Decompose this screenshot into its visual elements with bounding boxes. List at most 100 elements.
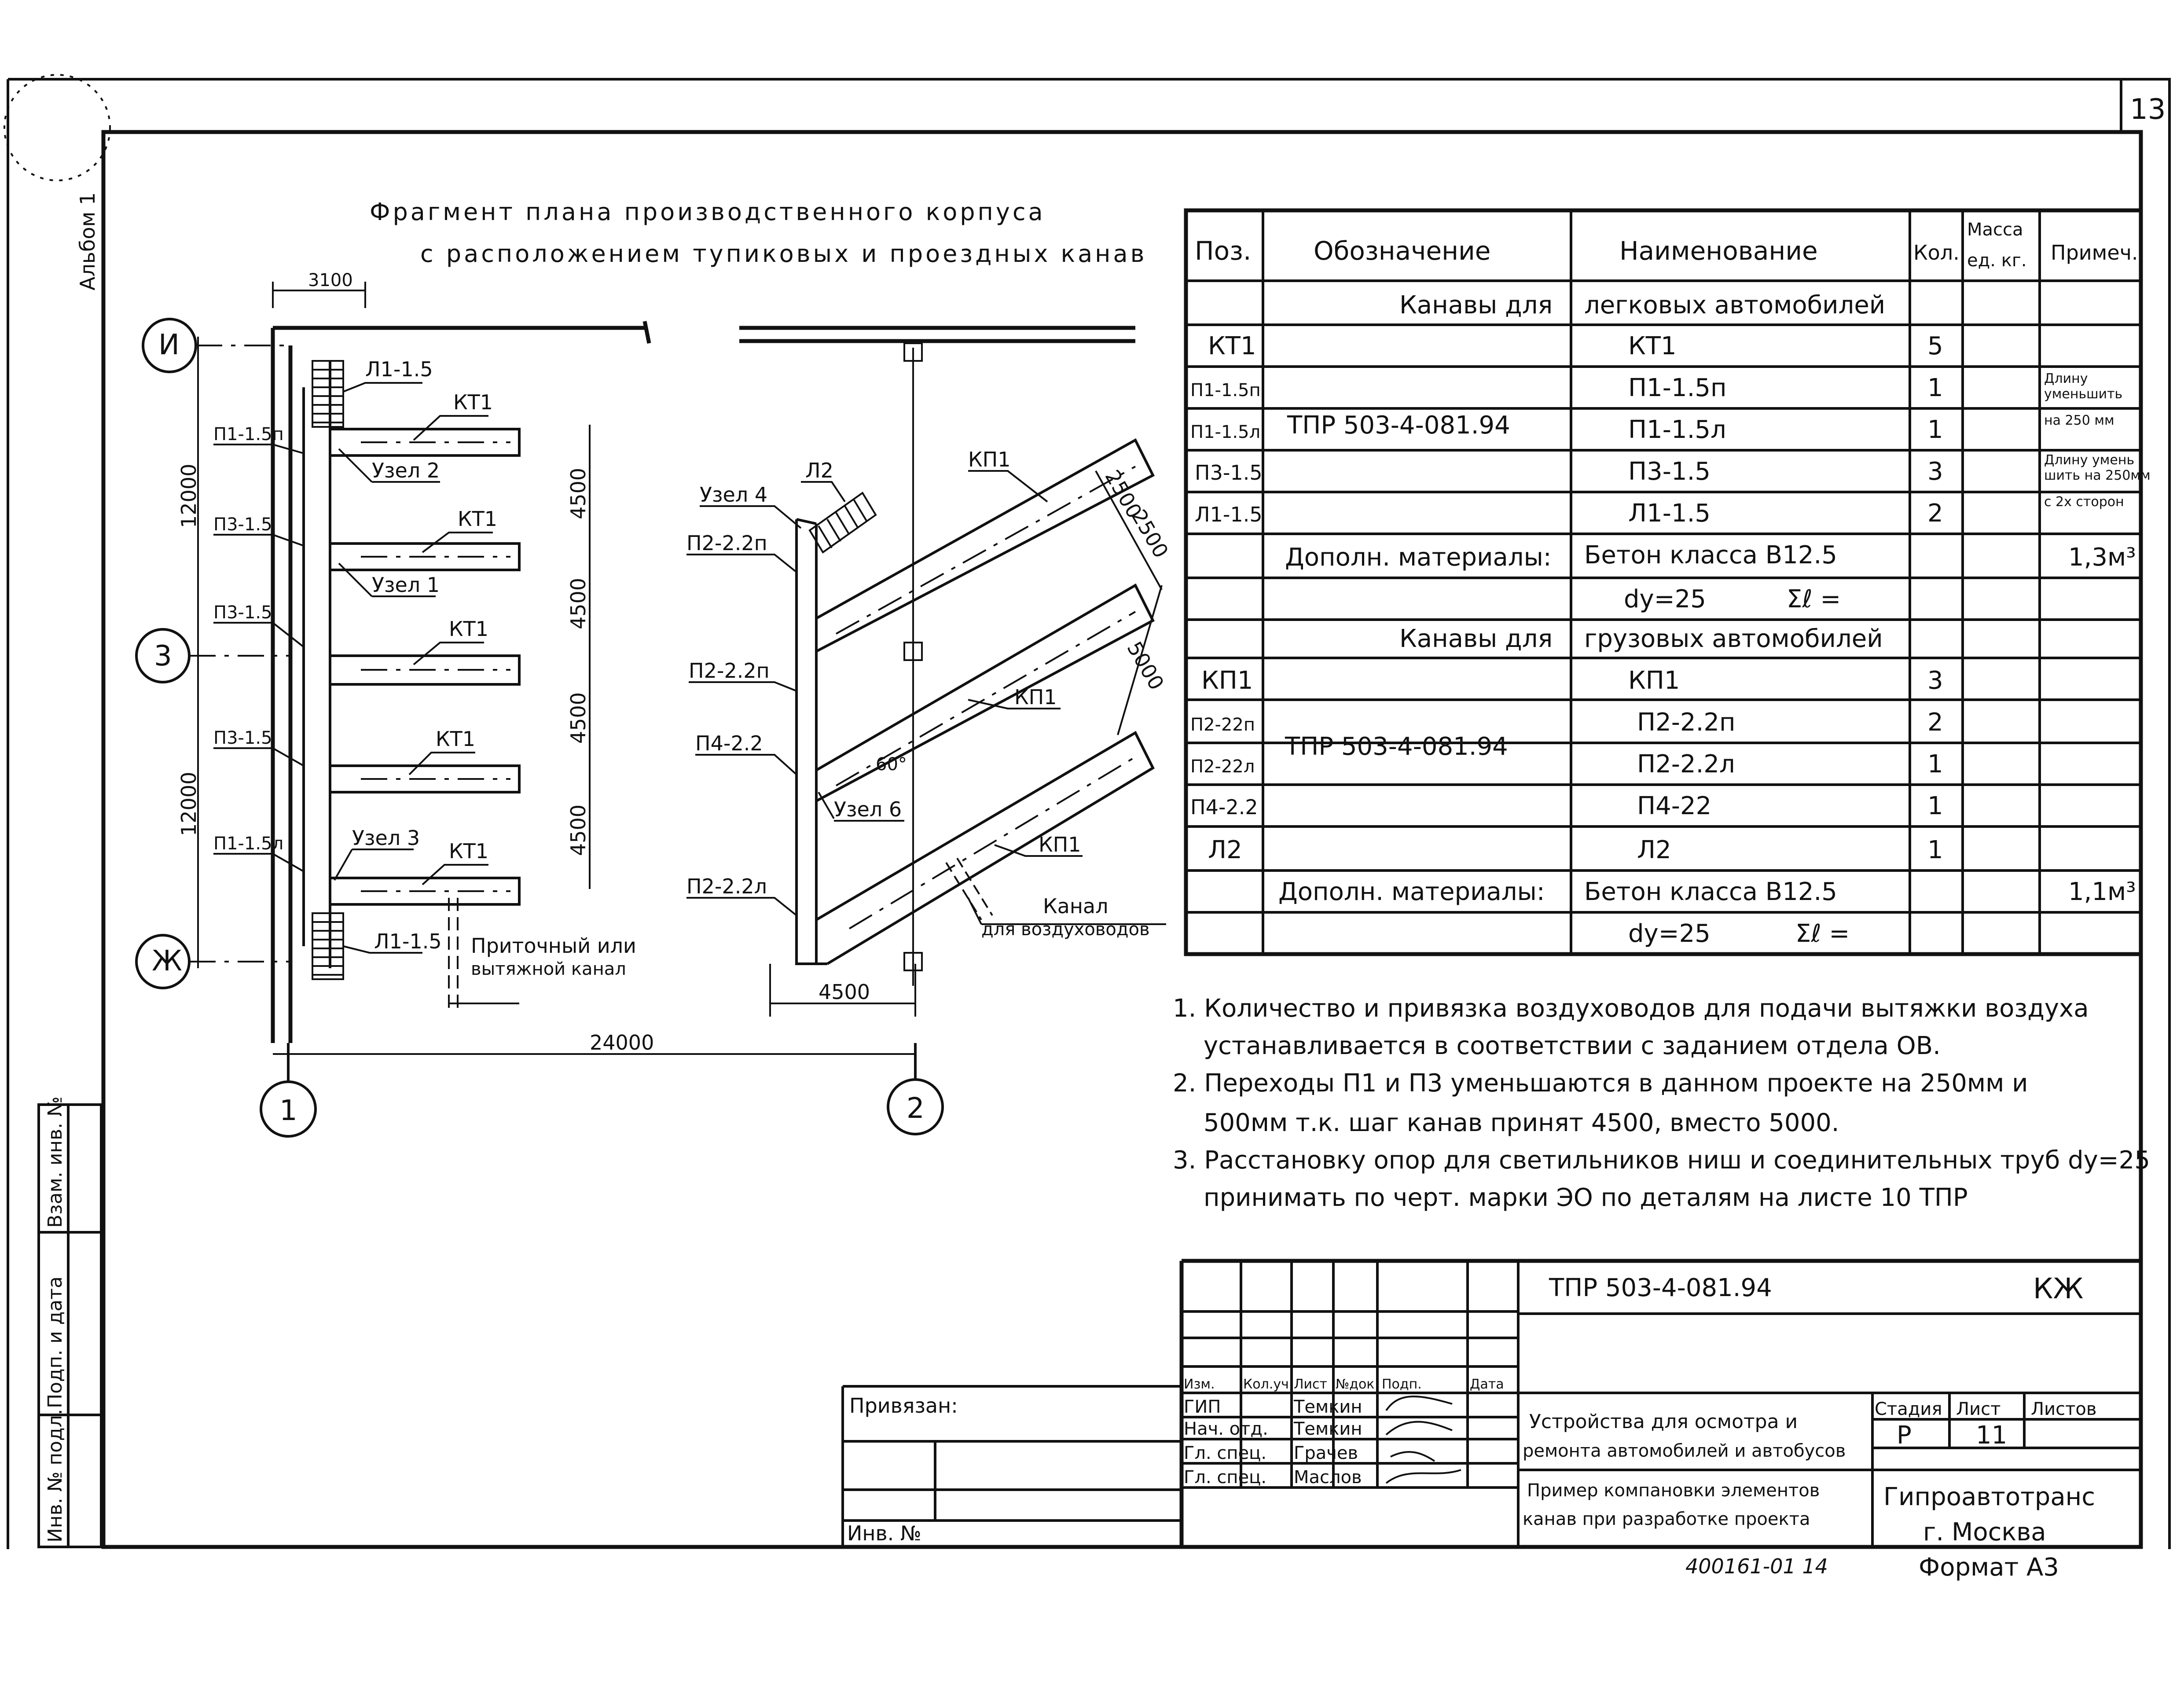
note-line-6: принимать по черт. марки ЭО по деталям н…: [1204, 1183, 1968, 1212]
axis-label-1: 1: [279, 1095, 297, 1127]
hatch-l2: [808, 492, 877, 554]
spec-dop1-vol: 1,3м³: [2068, 543, 2136, 572]
spec-r2-poz-3: П4-2.2: [1190, 795, 1258, 819]
spec-r1-kol-0: 5: [1927, 332, 1943, 360]
dim-5000: 5000: [1122, 638, 1168, 694]
spec-header-massa2: ед. кг.: [1967, 250, 2027, 271]
hatch-top: [312, 360, 344, 428]
spec-header-kol: Кол.: [1913, 241, 1960, 264]
stamp-org-line1: Гипроавтотранс: [1883, 1483, 2095, 1511]
dim-4500-1: 4500: [566, 468, 590, 519]
dim-4500-kp: 4500: [819, 980, 870, 1004]
spec-r2-poz-0: КП1: [1201, 666, 1253, 695]
spec-section2-a: Канавы для: [1399, 624, 1553, 653]
label-uzel1: Узел 1: [372, 573, 440, 597]
spec-section1-b: легковых автомобилей: [1584, 291, 1885, 320]
drawing-title-line2: с расположением тупиковых и проездных ка…: [420, 240, 1147, 268]
axis-label-2: 2: [907, 1092, 925, 1125]
note-line-4: 500мм т.к. шаг канав принят 4500, вместо…: [1204, 1109, 1839, 1137]
spec-dop2-d: dу=25: [1628, 919, 1710, 948]
spec-r1-poz-4: Л1-1.5: [1195, 503, 1263, 526]
spec-header-massa1: Масса: [1967, 220, 2023, 240]
label-uzel2: Узел 2: [372, 459, 440, 482]
spec-note-a1: Длину: [2044, 371, 2088, 386]
dim-4500-4: 4500: [566, 804, 590, 856]
axis-label-i: И: [158, 329, 180, 361]
axis-label-zh: Ж: [152, 945, 182, 977]
spec-r1-naim-3: П3-1.5: [1628, 457, 1710, 486]
bottom-code: 400161-01 14: [1685, 1554, 1828, 1578]
stamp-mark: КЖ: [2033, 1273, 2083, 1305]
dim-4500-3: 4500: [566, 692, 590, 744]
spec-note-b2: шить на 250мм: [2044, 468, 2151, 483]
label-p2-22l: П2-2.2л: [686, 874, 767, 898]
spec-dop2-label: Дополн. материалы:: [1278, 878, 1545, 906]
spec-r1-naim-0: КТ1: [1628, 332, 1677, 360]
dim-angle-60: 60°: [876, 754, 907, 775]
stamp-name2-line2: канав при разработке проекта: [1523, 1509, 1810, 1529]
stamp-org-line2: г. Москва: [1923, 1518, 2046, 1546]
spec-dop1-sum: Σℓ =: [1787, 585, 1841, 613]
label-kt1-3: КТ1: [449, 617, 488, 641]
spec-r1-kol-1: 1: [1927, 374, 1943, 402]
album-label: Альбом 1: [76, 192, 99, 290]
title-block: ТПР 503-4-081.94 КЖ Привязан: Инв. № Изм…: [841, 1259, 2141, 1547]
spec-dop2-beton: Бетон класса В12.5: [1584, 878, 1837, 906]
spec-r1-kol-4: 2: [1927, 499, 1943, 528]
label-kanal-line1: Канал: [1043, 894, 1109, 918]
spec-table: Поз. Обозначение Наименование Кол. Масса…: [1184, 208, 2151, 956]
dim-24000: 24000: [590, 1031, 654, 1054]
spec-note-a2: уменьшить: [2044, 386, 2122, 402]
stamp-list-value: 11: [1976, 1421, 2007, 1450]
spec-r2-kol-1: 2: [1927, 708, 1943, 737]
stamp-privyazan: Привязан:: [849, 1394, 958, 1418]
spec-r2-poz-1: П2-22п: [1190, 715, 1255, 735]
side-label-vzam-inv: Взам. инв. №: [44, 1096, 66, 1228]
label-p3-15b: П3-1.5: [213, 602, 272, 623]
plan-left: И 3 Ж 1 2 3100: [135, 270, 944, 1138]
label-p4-22: П4-2.2: [695, 731, 763, 755]
spec-note-a3: на 250 мм: [2044, 413, 2114, 428]
spec-section2-b: грузовых автомобилей: [1584, 624, 1883, 653]
spec-r2-naim-3: П4-22: [1637, 792, 1711, 820]
stamp-role-2: Гл. спец.: [1184, 1443, 1266, 1463]
spec-header-prim: Примеч.: [2051, 241, 2138, 264]
spec-dop1-label: Дополн. материалы:: [1285, 543, 1552, 572]
spec-r2-kol-3: 1: [1927, 792, 1943, 820]
stamp-col-podp: Подп.: [1382, 1377, 1422, 1392]
label-uzel6: Узел 6: [834, 797, 902, 821]
label-p2-22p-b: П2-2.2п: [689, 659, 770, 683]
spec-r2-kol-4: 1: [1927, 836, 1943, 864]
stamp-listov-header: Листов: [2031, 1399, 2096, 1419]
label-kp1-a: КП1: [968, 448, 1011, 471]
axis-label-3: 3: [154, 640, 172, 672]
spec-r1-naim-4: Л1-1.5: [1628, 499, 1710, 528]
spec-r1-poz-1: П1-1.5п: [1190, 380, 1261, 400]
label-kt1-1: КТ1: [453, 390, 493, 414]
spec-r2-poz-4: Л2: [1208, 836, 1242, 864]
spec-header-naim: Наименование: [1619, 236, 1818, 266]
spec-r2-naim-2: П2-2.2л: [1637, 750, 1735, 779]
stamp-col-ndok: №док: [1336, 1377, 1374, 1392]
spec-doc1: ТПР 503-4-081.94: [1287, 411, 1510, 440]
label-kp1-c: КП1: [1039, 833, 1081, 856]
side-label-inv-podl: Инв. № подл.: [44, 1409, 66, 1543]
spec-r1-kol-3: 3: [1927, 457, 1943, 486]
dim-2500-b: 2500: [1127, 506, 1173, 562]
spec-dop2-vol: 1,1м³: [2068, 878, 2136, 906]
spec-r2-naim-4: Л2: [1637, 836, 1671, 864]
note-line-1: 1. Количество и привязка воздуховодов дл…: [1173, 994, 2089, 1023]
spec-note-b3: с 2х сторон: [2044, 494, 2124, 510]
label-l1-top: Л1-1.5: [365, 357, 433, 381]
label-kt1-2: КТ1: [458, 507, 497, 531]
label-p1-15p: П1-1.5п: [213, 424, 284, 444]
stamp-col-izm: Изм.: [1184, 1377, 1215, 1392]
stamp-name-1: Темкин: [1293, 1419, 1362, 1439]
label-kp1-b: КП1: [1014, 685, 1057, 709]
spec-section1-a: Канавы для: [1399, 291, 1553, 320]
dim-12000-bottom: 12000: [177, 772, 201, 836]
spec-doc2: ТПР 503-4-081.94: [1285, 732, 1508, 761]
label-p3-15a: П3-1.5: [213, 514, 272, 535]
label-p2-22p-a: П2-2.2п: [686, 531, 767, 555]
note-line-2: устанавливается в соответствии с задание…: [1204, 1032, 1941, 1060]
